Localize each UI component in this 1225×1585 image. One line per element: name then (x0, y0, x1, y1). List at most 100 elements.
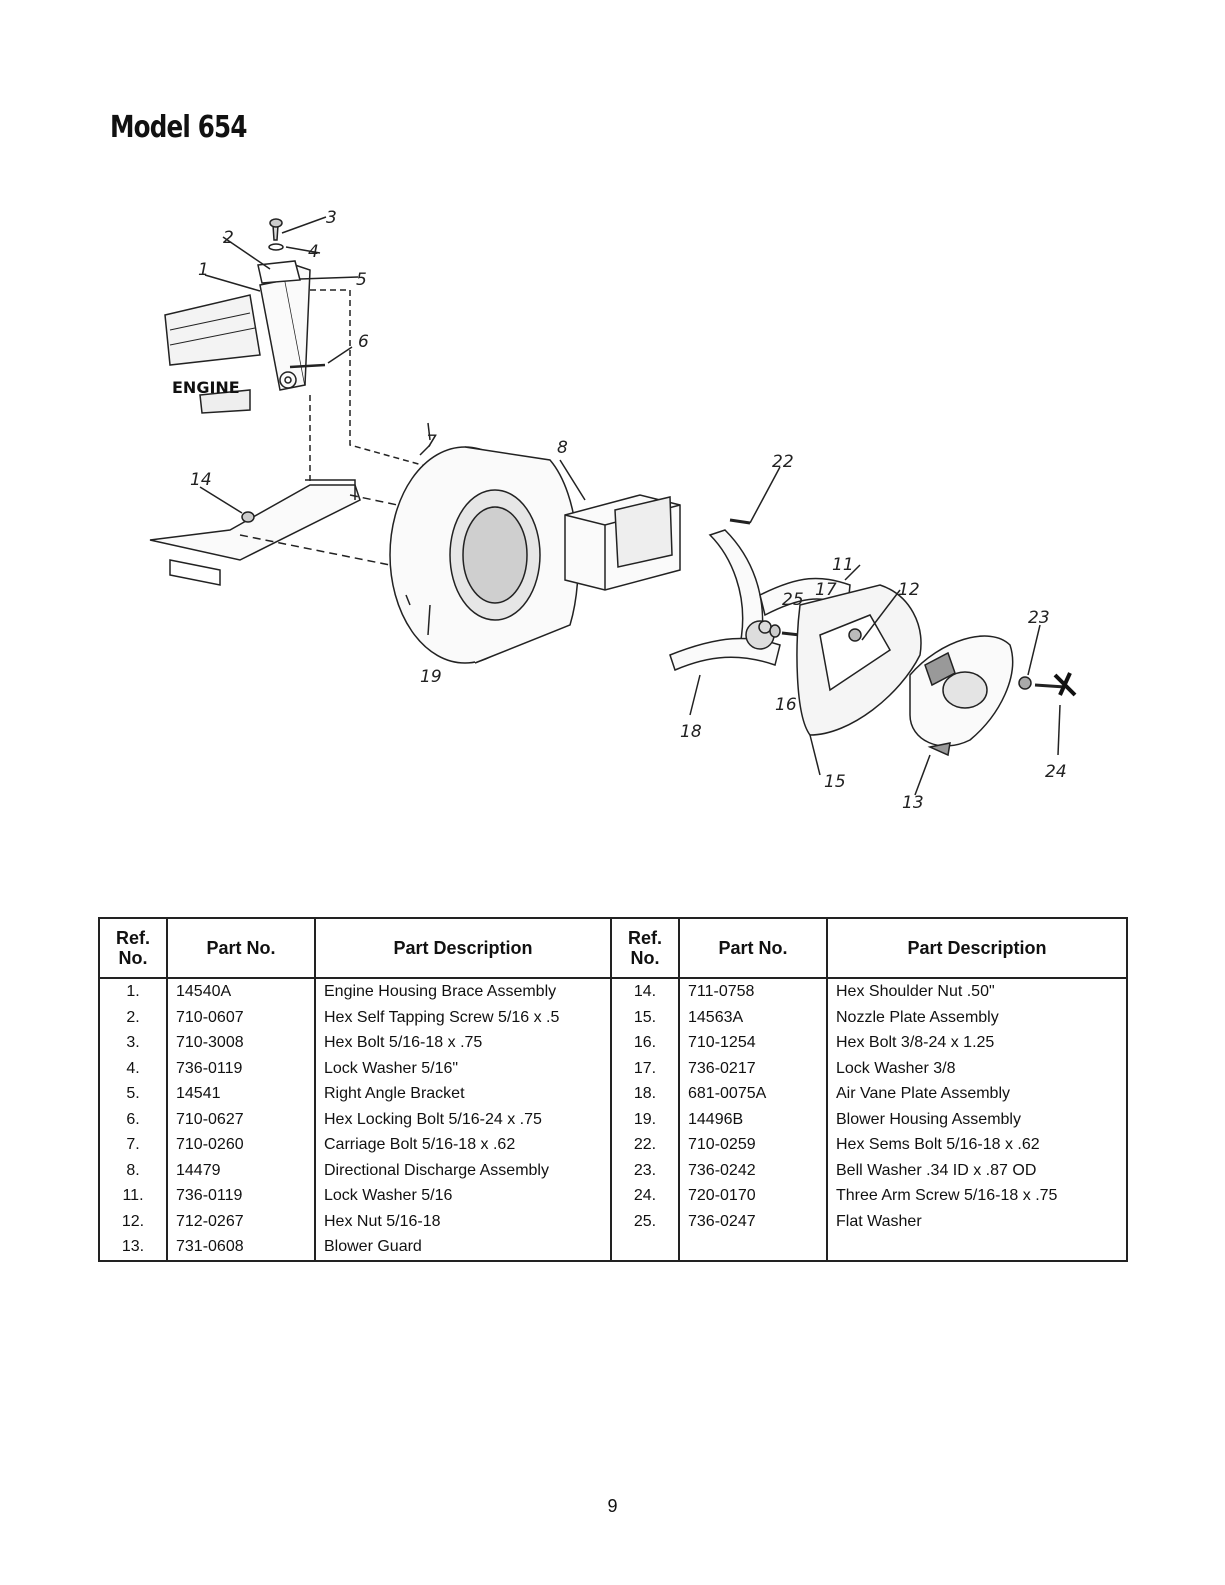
header-ref-no-2: Ref.No. (610, 917, 680, 979)
part-no-cell: 14563A (678, 1004, 828, 1030)
part-no-cell: 712-0267 (166, 1208, 316, 1234)
part-description-cell: Blower Housing Assembly (826, 1106, 1128, 1132)
ref-cell: 15. (610, 1004, 680, 1030)
part-description-cell: Air Vane Plate Assembly (826, 1081, 1128, 1107)
part-description-cell: Hex Nut 5/16-18 (314, 1208, 612, 1234)
callout-6: 6 (358, 332, 369, 352)
part-description-cell: Directional Discharge Assembly (314, 1157, 612, 1183)
ref-cell: 11. (98, 1183, 168, 1209)
part-no-cell: 720-0170 (678, 1183, 828, 1209)
three-arm-screw-drawing (1018, 624, 1077, 756)
part-no-cell: 711-0758 (678, 978, 828, 1005)
ref-cell: 24. (610, 1183, 680, 1209)
page-title: Model 654 (110, 110, 247, 145)
part-no-cell: 14479 (166, 1157, 316, 1183)
part-no-cell: 710-0627 (166, 1106, 316, 1132)
header-part-description: Part Description (314, 917, 612, 979)
header-part-no-2: Part No. (678, 917, 828, 979)
parts-list-table: Ref.No. Part No. Part Description Ref.No… (98, 917, 1128, 1262)
ref-cell: 14. (610, 978, 680, 1005)
part-description-cell: Hex Bolt 3/8-24 x 1.25 (826, 1030, 1128, 1056)
part-description-cell: Hex Sems Bolt 5/16-18 x .62 (826, 1132, 1128, 1158)
ref-cell: 16. (610, 1030, 680, 1056)
callout-12: 12 (898, 580, 920, 600)
ref-cell: 23. (610, 1157, 680, 1183)
callout-14: 14 (190, 470, 212, 490)
part-description-cell: Lock Washer 3/8 (826, 1055, 1128, 1081)
part-description-cell: Hex Bolt 5/16-18 x .75 (314, 1030, 612, 1056)
header-part-no: Part No. (166, 917, 316, 979)
part-description-cell (826, 1234, 1128, 1262)
part-description-cell: Carriage Bolt 5/16-18 x .62 (314, 1132, 612, 1158)
header-part-description-2: Part Description (826, 917, 1128, 979)
ref-cell: 1. (98, 978, 168, 1005)
part-description-cell: Lock Washer 5/16" (314, 1055, 612, 1081)
ref-cell: 19. (610, 1106, 680, 1132)
part-description-cell: Lock Washer 5/16 (314, 1183, 612, 1209)
part-no-cell: 736-0247 (678, 1208, 828, 1234)
part-description-cell: Hex Shoulder Nut .50" (826, 978, 1128, 1005)
callout-15: 15 (824, 772, 846, 792)
part-no-cell: 736-0119 (166, 1055, 316, 1081)
callout-25: 25 (782, 590, 804, 610)
callout-23: 23 (1028, 608, 1050, 628)
part-no-cell: 14496B (678, 1106, 828, 1132)
callout-22: 22 (772, 452, 794, 472)
callout-16: 16 (775, 695, 797, 715)
ref-cell: 22. (610, 1132, 680, 1158)
callout-8: 8 (557, 438, 568, 458)
part-no-cell: 681-0075A (678, 1081, 828, 1107)
part-no-cell: 710-0607 (166, 1004, 316, 1030)
callout-4: 4 (308, 242, 319, 262)
page-number: 9 (607, 1496, 618, 1516)
ref-cell: 7. (98, 1132, 168, 1158)
table-header-row: Ref.No. Part No. Part Description Ref.No… (98, 917, 1128, 979)
ref-cell: 18. (610, 1081, 680, 1107)
ref-cell: 17. (610, 1055, 680, 1081)
part-description-cell: Bell Washer .34 ID x .87 OD (826, 1157, 1128, 1183)
part-no-cell: 731-0608 (166, 1234, 316, 1262)
air-vane-drawing (669, 529, 851, 716)
part-no-cell: 736-0217 (678, 1055, 828, 1081)
part-description-cell: Engine Housing Brace Assembly (314, 978, 612, 1005)
part-description-cell: Nozzle Plate Assembly (826, 1004, 1128, 1030)
nozzle-plate-drawing (796, 564, 922, 776)
blower-guard-drawing (909, 635, 1014, 796)
part-no-cell: 710-0259 (678, 1132, 828, 1158)
ref-cell: 3. (98, 1030, 168, 1056)
callout-3: 3 (326, 208, 337, 228)
callout-19: 19 (420, 667, 442, 687)
callout-7: 7 (426, 432, 437, 452)
part-description-cell: Hex Self Tapping Screw 5/16 x .5 (314, 1004, 612, 1030)
ref-cell: 25. (610, 1208, 680, 1234)
ref-cell: 13. (98, 1234, 168, 1262)
part-description-cell: Right Angle Bracket (314, 1081, 612, 1107)
part-description-cell: Hex Locking Bolt 5/16-24 x .75 (314, 1106, 612, 1132)
blower-housing-drawing (389, 422, 579, 664)
part-no-cell: 14541 (166, 1081, 316, 1107)
ref-cell: 8. (98, 1157, 168, 1183)
part-description-cell: Flat Washer (826, 1208, 1128, 1234)
part-no-cell (678, 1234, 828, 1262)
ref-cell: 4. (98, 1055, 168, 1081)
part-description-cell: Three Arm Screw 5/16-18 x .75 (826, 1183, 1128, 1209)
exploded-parts-diagram: 2 1 3 4 5 6 ENGINE 14 7 8 22 11 25 17 12… (110, 195, 1105, 895)
callout-18: 18 (680, 722, 702, 742)
part-no-cell: 710-1254 (678, 1030, 828, 1056)
part-description-cell: Blower Guard (314, 1234, 612, 1262)
callout-2: 2 (223, 228, 234, 248)
ref-cell: 5. (98, 1081, 168, 1107)
engine-drawing (164, 216, 359, 414)
ref-cell (610, 1234, 680, 1262)
bolt-22-drawing (729, 466, 781, 525)
callout-11: 11 (832, 555, 854, 575)
part-no-cell: 710-3008 (166, 1030, 316, 1056)
